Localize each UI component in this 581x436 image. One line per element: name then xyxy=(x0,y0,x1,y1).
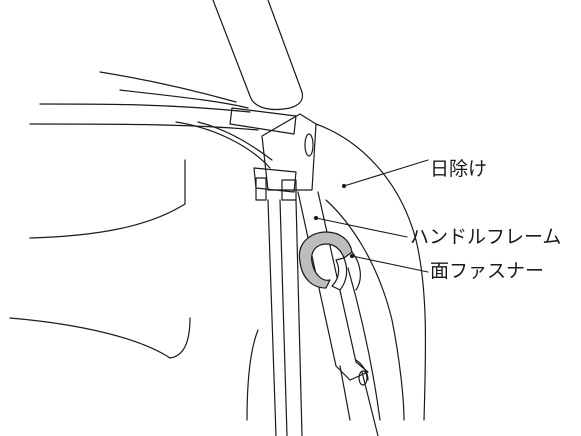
canopy-tube xyxy=(212,0,304,111)
velcro-label: 面ファスナー xyxy=(430,260,545,282)
canopy-fabric xyxy=(9,71,273,421)
velcro-strap xyxy=(298,231,361,291)
leader-lines xyxy=(313,159,429,273)
handle-frame-label: ハンドルフレーム xyxy=(410,226,562,248)
velcro-leader-dot xyxy=(349,253,355,259)
sunshade-leader xyxy=(343,159,429,187)
sunshade-label: 日除け xyxy=(430,158,488,180)
sunshade-leader-dot xyxy=(341,183,347,189)
frame-joint xyxy=(229,107,317,201)
handle-frame-leader xyxy=(315,217,408,238)
handle-frame-leader-dot xyxy=(313,215,319,221)
velcro-leader xyxy=(351,255,429,273)
sunshade-fabric xyxy=(315,123,427,421)
rear-frame xyxy=(267,199,303,436)
